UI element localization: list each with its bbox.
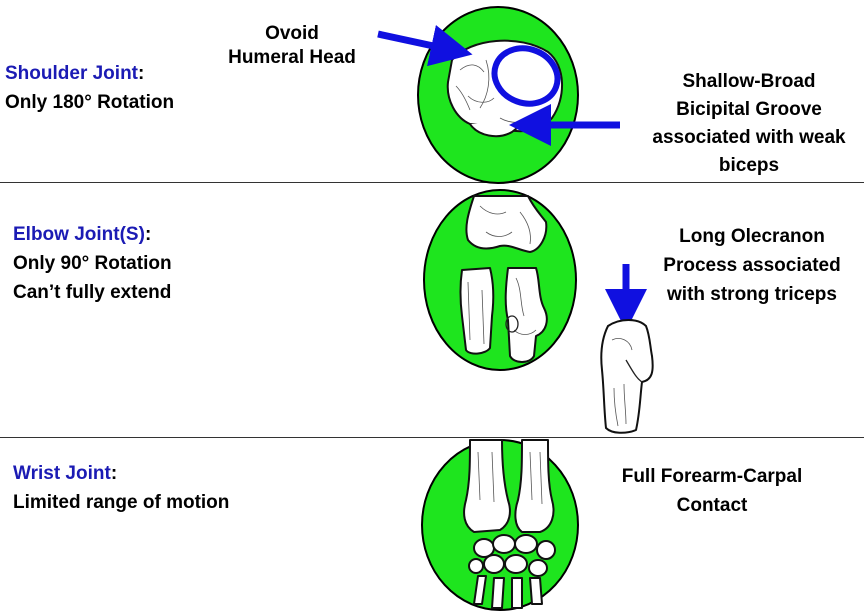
- callout-groove-line2: Bicipital Groove: [676, 99, 822, 120]
- carpal-bones: [468, 534, 556, 577]
- callout-humeral-head: Ovoid Humeral Head: [214, 22, 370, 70]
- shoulder-title-line: Shoulder Joint:: [5, 62, 144, 86]
- elbow-rotation-text: Only 90° Rotation: [13, 253, 172, 274]
- elbow-title-line: Elbow Joint(S):: [13, 223, 151, 247]
- wrist-title-colon: :: [110, 463, 118, 484]
- shoulder-rotation-text: Only 180° Rotation: [5, 92, 175, 113]
- callout-humeral-head-line2: Humeral Head: [228, 47, 356, 68]
- callout-olecranon-line2: Process associated: [663, 255, 841, 276]
- callout-forearm-carpal-line2: Contact: [676, 495, 748, 516]
- radius-bone: [459, 267, 495, 355]
- callout-olecranon-line3: with strong triceps: [667, 284, 837, 305]
- wrist-ulna-bone: [514, 439, 555, 533]
- callout-humeral-head-line1: Ovoid: [265, 23, 319, 44]
- callout-bicipital-groove: Shallow-Broad Bicipital Groove associate…: [638, 68, 860, 180]
- olecranon-bone: [600, 319, 654, 434]
- arrow-humeral-head: [377, 25, 473, 67]
- shoulder-joint-title: Shoulder Joint: [5, 63, 138, 84]
- callout-groove-line1: Shallow-Broad: [682, 71, 816, 92]
- elbow-joint-title: Elbow Joint(S): [13, 224, 145, 245]
- callout-olecranon-line1: Long Olecranon: [679, 226, 825, 247]
- divider-shoulder-elbow: [0, 182, 864, 183]
- wrist-illustration: [421, 439, 579, 611]
- elbow-title-colon: :: [144, 224, 152, 245]
- ulna-bone: [504, 267, 548, 363]
- humeral-head-highlight-ring: [491, 45, 561, 107]
- divider-elbow-wrist: [0, 437, 864, 438]
- distal-humerus-bone: [465, 195, 548, 253]
- callout-forearm-carpal: Full Forearm-Carpal Contact: [600, 462, 824, 520]
- callout-groove-line4: biceps: [718, 155, 780, 176]
- callout-forearm-carpal-line1: Full Forearm-Carpal: [621, 466, 803, 487]
- wrist-title-line: Wrist Joint:: [13, 462, 117, 486]
- wrist-joint-title: Wrist Joint: [13, 463, 111, 484]
- wrist-motion-text: Limited range of motion: [13, 492, 230, 513]
- metacarpal-bones: [473, 575, 543, 609]
- callout-olecranon: Long Olecranon Process associated with s…: [644, 222, 860, 309]
- elbow-extend-text: Can’t fully extend: [13, 282, 172, 303]
- shoulder-illustration: [377, 6, 620, 184]
- shoulder-title-colon: :: [138, 63, 145, 84]
- callout-groove-line3: associated with weak: [652, 127, 846, 148]
- elbow-illustration: [423, 189, 654, 434]
- wrist-radius-bone: [463, 439, 511, 533]
